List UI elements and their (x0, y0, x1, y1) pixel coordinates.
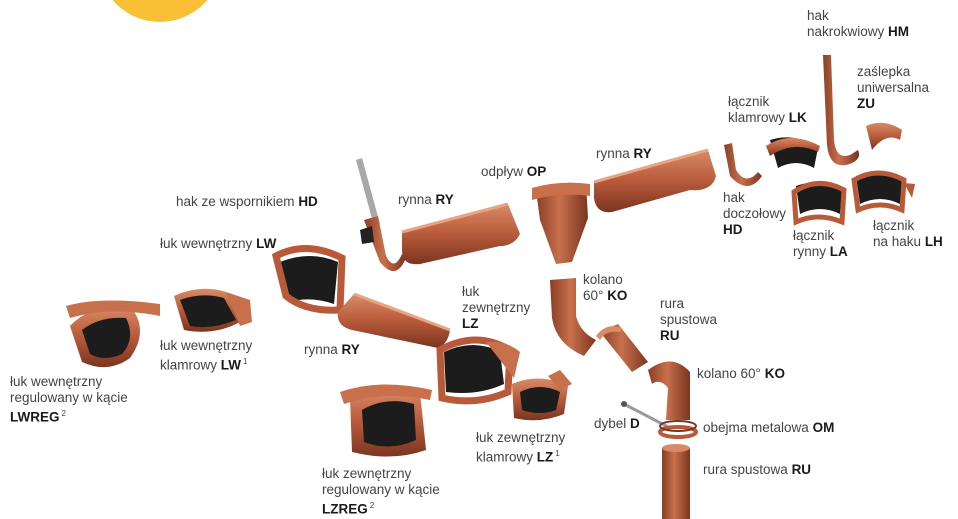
label-om: obejma metalowa OM (703, 420, 834, 436)
label-lh: łącznik na haku LH (873, 218, 943, 250)
end-cap-zu-part (866, 123, 902, 150)
label-ry-top: rynna RY (596, 146, 652, 162)
adjustable-external-angle-lzreg-part (340, 384, 432, 456)
label-zu: zaślepka uniwersalna ZU (857, 64, 929, 112)
gutter-ry-middle-part (402, 204, 520, 264)
label-ko-top: kolano 60° KO (583, 272, 627, 304)
gutter-connector-la-part (794, 183, 844, 222)
label-ko-middle: kolano 60° KO (697, 366, 785, 382)
external-angle-lz-part (440, 340, 520, 401)
label-ry-middle: rynna RY (398, 192, 454, 208)
outlet-op-part (532, 183, 590, 264)
metal-bracket-om-part (660, 421, 696, 437)
label-hd-left: hak ze wspornikiem HD (176, 194, 318, 210)
label-lk: łącznik klamrowy LK (728, 94, 807, 126)
downpipe-ru-low-part (662, 444, 690, 519)
label-hd-right: hak doczołowy HD (723, 190, 786, 238)
label-d: dybel D (594, 416, 640, 432)
label-lw: łuk wewnętrzny LW (160, 236, 276, 252)
label-op: odpływ OP (481, 164, 546, 180)
clamp-connector-lk-part (766, 137, 820, 168)
hook-connector-lh-part (854, 173, 915, 210)
downpipe-ru-top-part (596, 324, 648, 372)
label-ru-low: rura spustowa RU (703, 462, 811, 478)
label-la: łącznik rynny LA (793, 228, 848, 260)
elbow-ko-middle-part (648, 361, 690, 420)
label-ru-top: rura spustowa RU (660, 296, 717, 344)
label-hm: hak nakrokwiowy HM (807, 8, 909, 40)
rafter-hook-hm-part (823, 55, 859, 165)
gutter-ry-low-part (338, 294, 450, 348)
adjustable-internal-angle-lwreg-part (66, 300, 160, 367)
internal-angle-clamp-lw-part (174, 289, 252, 332)
yellow-badge-shape (98, 0, 222, 22)
label-ry-low: rynna RY (304, 342, 360, 358)
external-angle-clamp-lz-part (512, 370, 572, 420)
internal-angle-lw-part (276, 248, 342, 310)
bracket-hook-hd-part (356, 158, 406, 271)
fascia-hook-hd-part (724, 143, 762, 186)
label-lz: łuk zewnętrzny LZ (462, 284, 530, 332)
